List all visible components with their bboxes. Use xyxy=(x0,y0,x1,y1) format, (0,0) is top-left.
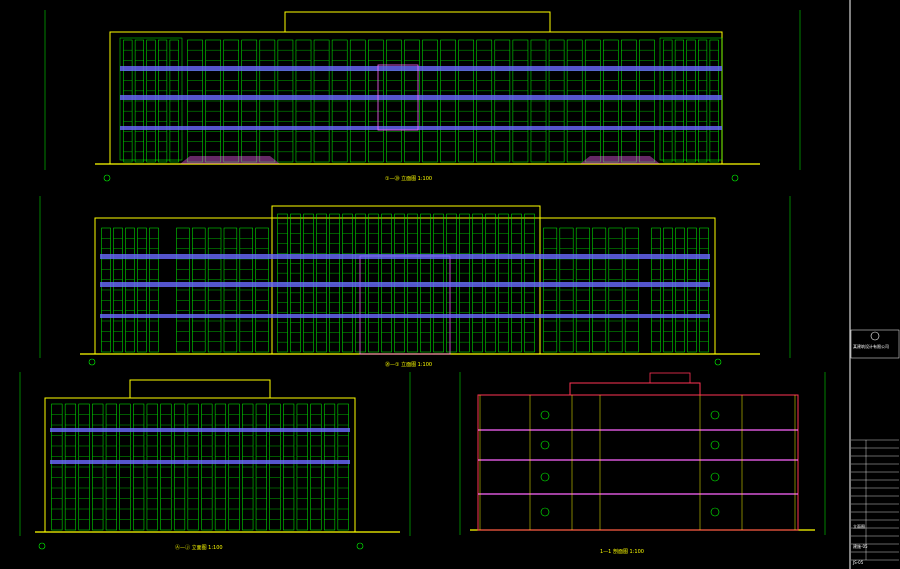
window-grid xyxy=(51,403,349,531)
roof-parapet xyxy=(129,379,271,398)
roof-parapet xyxy=(284,11,551,32)
floor-band xyxy=(100,254,710,259)
elevation-title: ①—⑳ 立面图 1:100 xyxy=(385,175,432,182)
room-tag-icon xyxy=(540,440,550,450)
axis-bubble xyxy=(731,174,739,182)
title-block-table xyxy=(851,439,899,561)
room-tag-icon xyxy=(540,472,550,482)
entrance-steps xyxy=(180,156,280,164)
axis-bubble xyxy=(88,358,96,366)
elevation-2: ⑳—① 立面图 1:100 xyxy=(39,196,791,368)
axis-bubble xyxy=(356,542,364,550)
company-box xyxy=(850,329,900,359)
building-outline xyxy=(44,397,356,533)
elevation-title: Ⓐ—Ⓙ 立面图 1:100 xyxy=(175,544,223,551)
room-tag-icon xyxy=(710,507,720,517)
room-tag-icon xyxy=(710,410,720,420)
elevation-1: ①—⑳ 立面图 1:100 xyxy=(44,10,801,182)
floor-band xyxy=(100,282,710,287)
section-outline xyxy=(477,394,799,531)
floor-band xyxy=(50,460,350,464)
section-title: 1—1 剖面图 1:100 xyxy=(600,548,644,555)
window-grid xyxy=(123,39,719,163)
title-block: 某建筑设计有限公司 立面图 建施-05 JS-05 xyxy=(849,0,900,569)
sheet-label: 立面图 xyxy=(853,523,865,529)
axis-bubble xyxy=(714,358,722,366)
room-tag-icon xyxy=(540,507,550,517)
drawing-number: JS-05 xyxy=(852,560,864,565)
elevation-title: ⑳—① 立面图 1:100 xyxy=(385,361,432,368)
axis-bubble xyxy=(103,174,111,182)
entrance-canopy xyxy=(377,64,419,131)
axis-bubble xyxy=(38,542,46,550)
company-logo-icon xyxy=(870,331,880,341)
room-tag-icon xyxy=(710,440,720,450)
company-name: 某建筑设计有限公司 xyxy=(853,343,889,349)
elevation-3: Ⓐ—Ⓙ 立面图 1:100 xyxy=(19,372,411,551)
roof-section xyxy=(569,382,701,395)
floor-band xyxy=(100,314,710,318)
stair-tower xyxy=(649,372,691,384)
floor-band xyxy=(50,428,350,432)
section-grid xyxy=(479,395,796,530)
floor-band xyxy=(120,95,722,100)
entrance-steps xyxy=(580,156,660,164)
floor-band xyxy=(120,126,722,130)
room-tag-icon xyxy=(710,472,720,482)
room-tag-icon xyxy=(540,410,550,420)
floor-band xyxy=(120,66,722,71)
section-1-1: 1—1 剖面图 1:100 xyxy=(459,372,826,555)
project-code: 建施-05 xyxy=(853,543,868,549)
